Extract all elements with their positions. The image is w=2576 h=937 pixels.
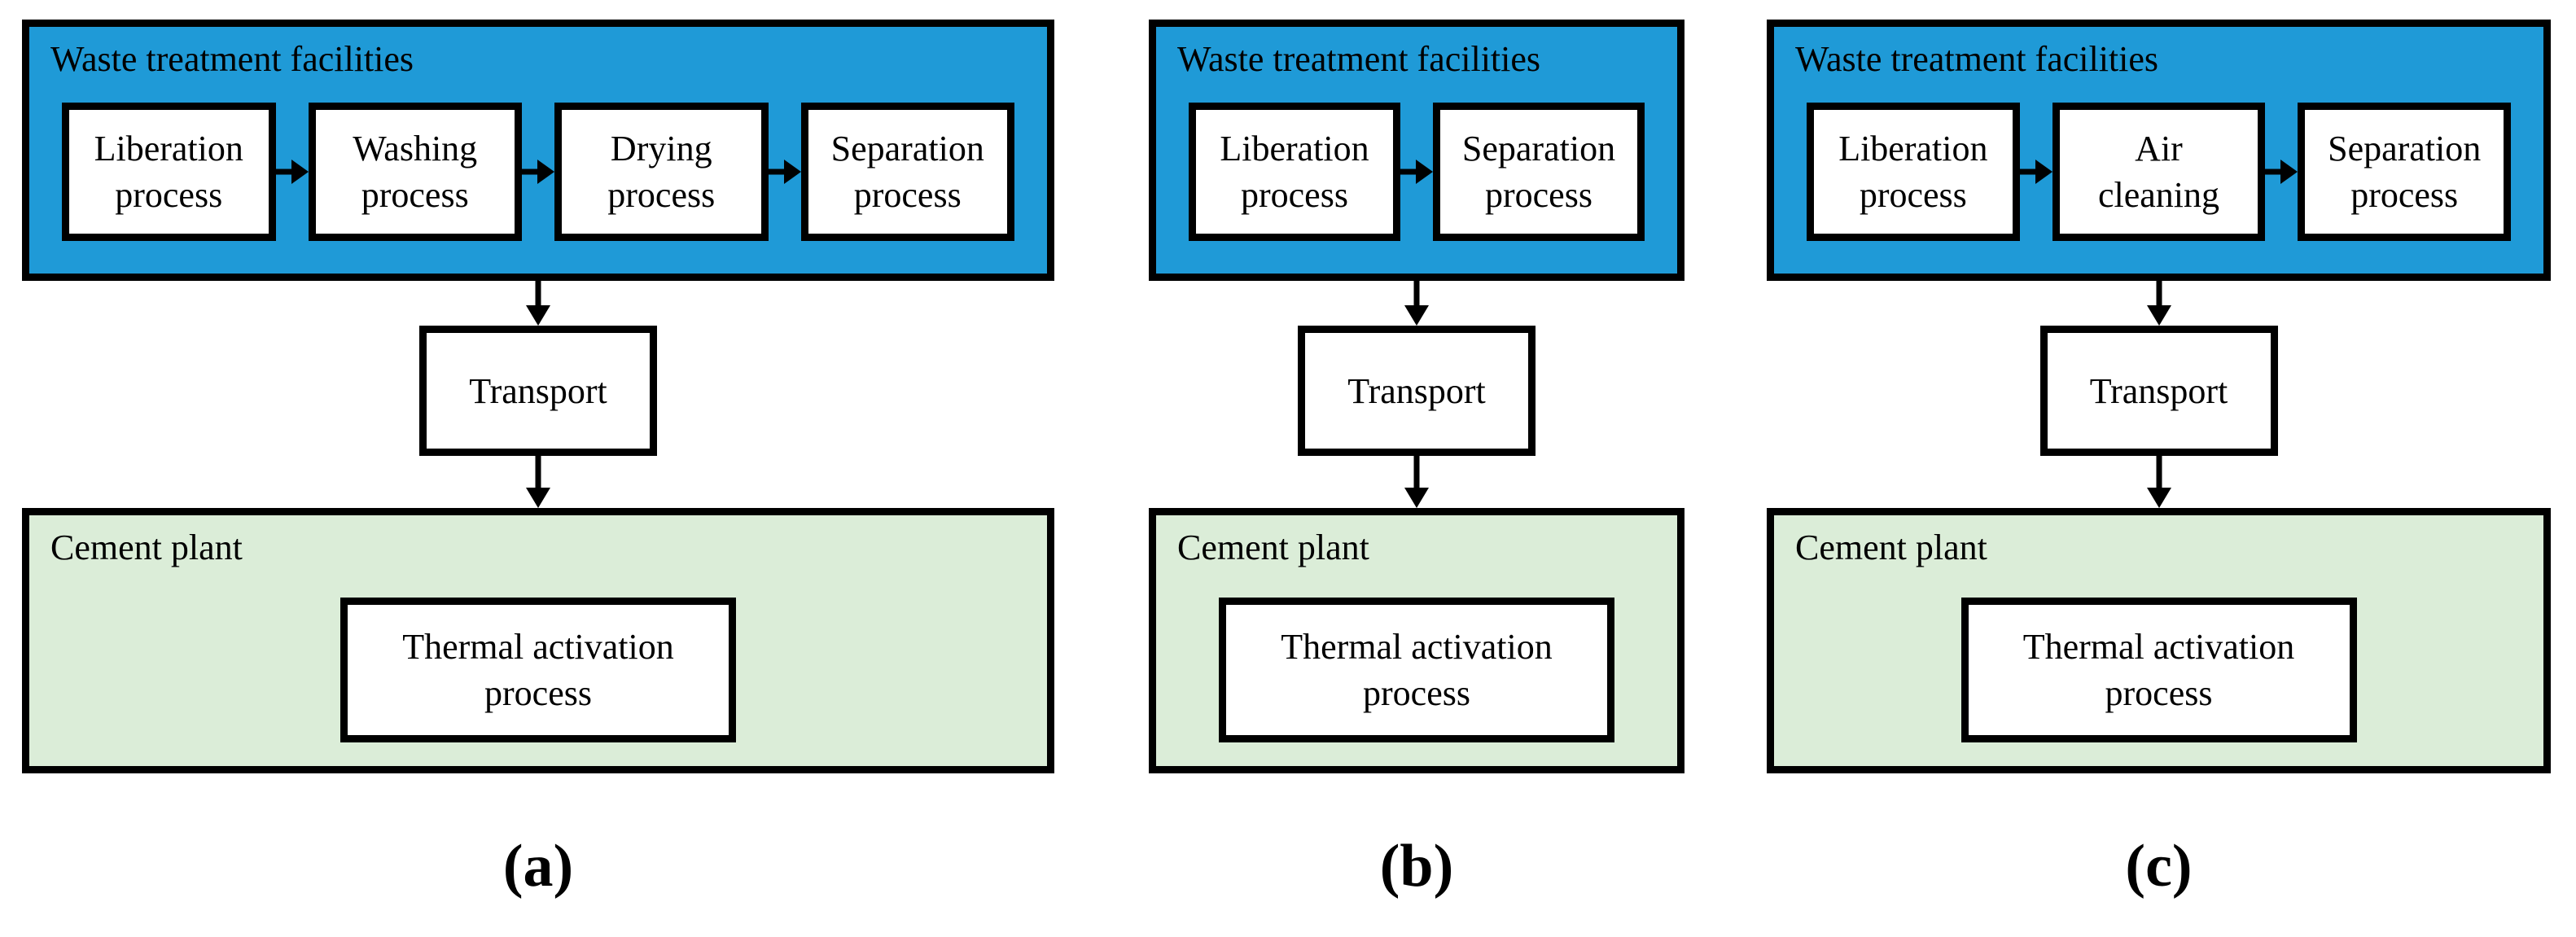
facility-title: Waste treatment facilities	[50, 39, 414, 79]
process-row: Liberation process Separation process	[1156, 80, 1677, 241]
waste-treatment-facilities-box: Waste treatment facilities Liberation pr…	[1149, 20, 1684, 281]
process-box-air-cleaning: Air cleaning	[2052, 103, 2266, 241]
cement-plant-box: Cement plant Thermal activation process	[1149, 508, 1684, 773]
process-box-liberation: Liberation process	[1189, 103, 1400, 241]
process-box-separation: Separation process	[2298, 103, 2512, 241]
process-box-drying: Drying process	[554, 103, 769, 241]
waste-treatment-facilities-box: Waste treatment facilities Liberation pr…	[1767, 20, 2551, 281]
panel-c: Waste treatment facilities Liberation pr…	[1767, 20, 2551, 903]
right-arrow-icon	[2265, 154, 2298, 190]
process-row: Liberation process Air cleaning Separati…	[1774, 80, 2543, 241]
plant-title: Cement plant	[1795, 528, 1987, 567]
down-arrow-icon	[1404, 456, 1429, 508]
right-arrow-icon	[275, 154, 309, 190]
right-arrow-icon	[1400, 154, 1433, 190]
right-arrow-icon	[522, 154, 554, 190]
panel-b: Waste treatment facilities Liberation pr…	[1149, 20, 1684, 903]
panel-caption: (a)	[502, 833, 574, 900]
down-arrow-icon	[526, 281, 550, 326]
plant-title: Cement plant	[1177, 528, 1369, 567]
cement-plant-box: Cement plant Thermal activation process	[22, 508, 1054, 773]
process-box-liberation: Liberation process	[1807, 103, 2020, 241]
down-arrow-icon	[2146, 456, 2171, 508]
panel-a: Waste treatment facilities Liberation pr…	[22, 20, 1054, 903]
process-box-washing: Washing process	[308, 103, 522, 241]
thermal-activation-box: Thermal activation process	[1960, 598, 2357, 742]
process-row: Liberation process Washing process Dryin…	[29, 80, 1047, 241]
waste-treatment-facilities-box: Waste treatment facilities Liberation pr…	[22, 20, 1054, 281]
facility-title: Waste treatment facilities	[1177, 39, 1541, 79]
transport-box: Transport	[2039, 326, 2278, 456]
plant-title: Cement plant	[50, 528, 243, 567]
facility-title: Waste treatment facilities	[1795, 39, 2159, 79]
transport-box: Transport	[419, 326, 657, 456]
right-arrow-icon	[2019, 154, 2052, 190]
cement-plant-box: Cement plant Thermal activation process	[1767, 508, 2551, 773]
down-arrow-icon	[1404, 281, 1429, 326]
process-box-separation: Separation process	[800, 103, 1014, 241]
panel-caption: (c)	[2125, 833, 2193, 900]
down-arrow-icon	[526, 456, 550, 508]
right-arrow-icon	[768, 154, 801, 190]
down-arrow-icon	[2146, 281, 2171, 326]
transport-box: Transport	[1298, 326, 1536, 456]
process-box-separation: Separation process	[1433, 103, 1645, 241]
panel-caption: (b)	[1379, 833, 1454, 900]
thermal-activation-box: Thermal activation process	[340, 598, 736, 742]
thermal-activation-box: Thermal activation process	[1219, 598, 1614, 742]
process-box-liberation: Liberation process	[62, 103, 276, 241]
